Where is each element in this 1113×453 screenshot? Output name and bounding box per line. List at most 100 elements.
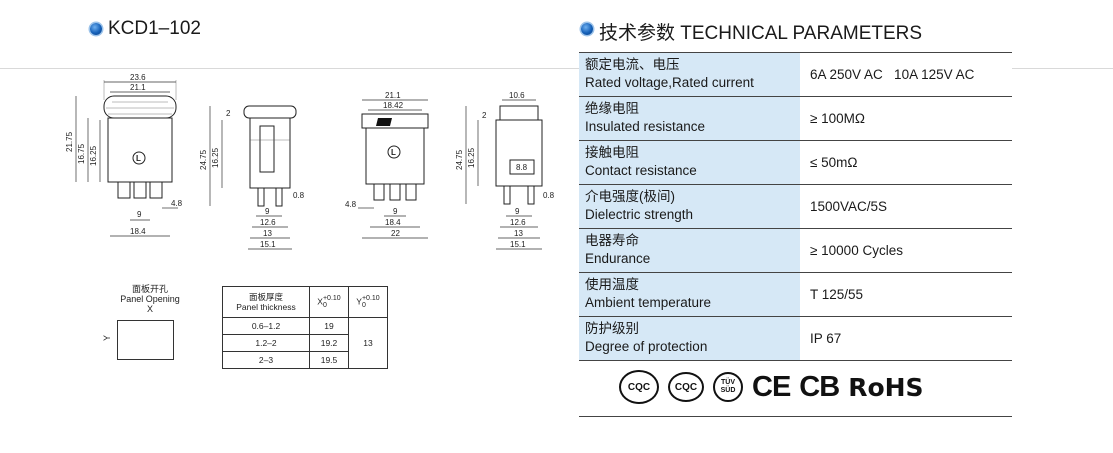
ce-mark-icon: CE bbox=[752, 370, 791, 403]
param-label-cn: 介电强度(极间) bbox=[585, 189, 675, 204]
dim-front-height-3: 16.25 bbox=[89, 145, 98, 166]
table-row: 使用温度 Ambient temperature T 125/55 bbox=[579, 273, 1012, 317]
panel-opening-en: Panel Opening bbox=[120, 294, 180, 304]
dim-top-d2: 18.4 bbox=[385, 218, 401, 227]
param-value: T 125/55 bbox=[800, 273, 1012, 316]
front-view: 23.6 21.1 L 21.75 16.75 16.25 9 4.8 18.4 bbox=[65, 73, 183, 237]
param-label-cn: 使用温度 bbox=[585, 277, 639, 292]
dim-side2-d2: 12.6 bbox=[510, 218, 526, 227]
param-label: 介电强度(极间) Dielectric strength bbox=[579, 185, 800, 228]
cqc-globe-text: CQC bbox=[627, 381, 651, 393]
table-row: 接触电阻 Contact resistance ≤ 50mΩ bbox=[579, 141, 1012, 185]
panel-opening-label: 面板开孔 Panel Opening X bbox=[100, 284, 200, 314]
param-value: IP 67 bbox=[800, 317, 1012, 360]
dim-side2-inner: 8.8 bbox=[516, 163, 528, 172]
x-tol-top: +0.10 bbox=[322, 295, 341, 302]
param-label: 防护级别 Degree of protection bbox=[579, 317, 800, 360]
dim-front-pin-spacing: 9 bbox=[137, 210, 142, 219]
dim-top-d1: 9 bbox=[393, 207, 398, 216]
dim-top-gap: 4.8 bbox=[345, 200, 357, 209]
dim-side2-pin: 0.8 bbox=[543, 191, 555, 200]
svg-text:L: L bbox=[391, 148, 396, 157]
param-label-cn: 电器寿命 bbox=[585, 233, 639, 248]
table-row: 2–3 19.5 bbox=[222, 351, 388, 369]
dim-side1-top: 2 bbox=[226, 109, 231, 118]
x-cell: 19 bbox=[309, 317, 349, 335]
param-label: 接触电阻 Contact resistance bbox=[579, 141, 800, 184]
param-label-en: Degree of protection bbox=[585, 339, 708, 354]
dim-top-w2: 18.42 bbox=[383, 101, 404, 110]
dim-top-d3: 22 bbox=[391, 229, 400, 238]
param-value: ≤ 50mΩ bbox=[800, 141, 1012, 184]
param-label-en: Contact resistance bbox=[585, 163, 697, 178]
dim-side2-h2: 16.25 bbox=[467, 147, 476, 168]
dim-side1-height-1: 24.75 bbox=[199, 149, 208, 170]
dim-side1-d4: 15.1 bbox=[260, 240, 276, 249]
param-value: 6A 250V AC 10A 125V AC bbox=[800, 53, 1012, 96]
dim-side1-d2: 12.6 bbox=[260, 218, 276, 227]
table-row: 0.6–1.2 19 13 bbox=[222, 317, 388, 369]
x-tol-bottom: 0 bbox=[322, 302, 327, 309]
dimension-drawing: 23.6 21.1 L 21.75 16.75 16.25 9 4.8 18.4… bbox=[65, 73, 555, 250]
param-value: ≥ 100MΩ bbox=[800, 97, 1012, 140]
tech-params-title: 技术参数 TECHNICAL PARAMETERS bbox=[599, 23, 923, 44]
cqc-globe-logo-icon: CQC bbox=[619, 370, 659, 404]
param-label-en: Ambient temperature bbox=[585, 295, 712, 310]
rohs-mark-icon: RoHS bbox=[848, 372, 924, 402]
dim-side2-h1: 24.75 bbox=[455, 149, 464, 170]
param-label: 绝缘电阻 Insulated resistance bbox=[579, 97, 800, 140]
param-label-en: Insulated resistance bbox=[585, 119, 706, 134]
y-head: Y bbox=[356, 296, 362, 307]
panel-opening-x: X bbox=[146, 304, 153, 314]
dim-front-width-outer: 23.6 bbox=[130, 73, 146, 82]
tuv-text: TÜV bbox=[721, 379, 735, 386]
dim-side2-d1: 9 bbox=[515, 207, 520, 216]
param-label-cn: 防护级别 bbox=[585, 321, 639, 336]
param-label-cn: 额定电流、电压 bbox=[585, 57, 680, 72]
x-cell: 19.2 bbox=[309, 334, 349, 352]
dim-side2-top: 2 bbox=[482, 111, 487, 120]
table-row: 绝缘电阻 Insulated resistance ≥ 100MΩ bbox=[579, 97, 1012, 141]
dim-side2-d4: 15.1 bbox=[510, 240, 526, 249]
param-label-en: Endurance bbox=[585, 251, 651, 266]
thickness-cell: 2–3 bbox=[222, 351, 310, 369]
y-tol-top: +0.10 bbox=[361, 295, 380, 302]
cqc-logo-icon: CQC bbox=[668, 372, 704, 402]
y-tol-bottom: 0 bbox=[361, 302, 366, 309]
param-label: 额定电流、电压 Rated voltage,Rated current bbox=[579, 53, 800, 96]
left-heading-bullet-icon bbox=[90, 23, 102, 35]
param-label-en: Dielectric strength bbox=[585, 207, 694, 222]
sud-text: SÜD bbox=[720, 387, 736, 394]
panel-opening-box bbox=[117, 320, 174, 360]
y-cell: 13 bbox=[348, 317, 388, 369]
dim-side1-pin: 0.8 bbox=[293, 191, 305, 200]
dim-front-height-2: 16.75 bbox=[77, 143, 86, 164]
param-label: 使用温度 Ambient temperature bbox=[579, 273, 800, 316]
table-row: 介电强度(极间)Dielectric strength 1500VAC/5S bbox=[579, 185, 1012, 229]
param-label-cn: 绝缘电阻 bbox=[585, 101, 639, 116]
table-row: 防护级别 Degree of protection IP 67 bbox=[579, 317, 1012, 361]
param-label: 电器寿命 Endurance bbox=[579, 229, 800, 272]
thickness-cell: 0.6–1.2 bbox=[222, 317, 310, 335]
tech-params-table: 额定电流、电压 Rated voltage,Rated current 6A 25… bbox=[579, 52, 1012, 361]
svg-text:L: L bbox=[136, 154, 141, 163]
table-row: 电器寿命 Endurance ≥ 10000 Cycles bbox=[579, 229, 1012, 273]
param-label-en: Rated voltage,Rated current bbox=[585, 75, 754, 90]
cqc-text: CQC bbox=[674, 381, 698, 393]
table-row: 额定电流、电压 Rated voltage,Rated current 6A 25… bbox=[579, 52, 1012, 97]
divider-line bbox=[0, 68, 1113, 69]
cb-mark-icon: CB bbox=[799, 370, 840, 403]
param-value: ≥ 10000 Cycles bbox=[800, 229, 1012, 272]
dim-side1-d1: 9 bbox=[265, 207, 270, 216]
right-heading-bullet-icon bbox=[581, 23, 593, 35]
dim-front-base-width: 18.4 bbox=[130, 227, 146, 236]
rocker-view: 21.1 18.42 L 4.8 9 18.4 22 bbox=[345, 91, 429, 239]
dim-side1-height-2: 16.25 bbox=[211, 147, 220, 168]
dim-front-pin-gap: 4.8 bbox=[171, 199, 183, 208]
dim-side2-w: 10.6 bbox=[509, 91, 525, 100]
dim-top-w1: 21.1 bbox=[385, 91, 401, 100]
param-label-cn: 接触电阻 bbox=[585, 145, 639, 160]
dim-front-height-1: 21.75 bbox=[65, 131, 74, 152]
